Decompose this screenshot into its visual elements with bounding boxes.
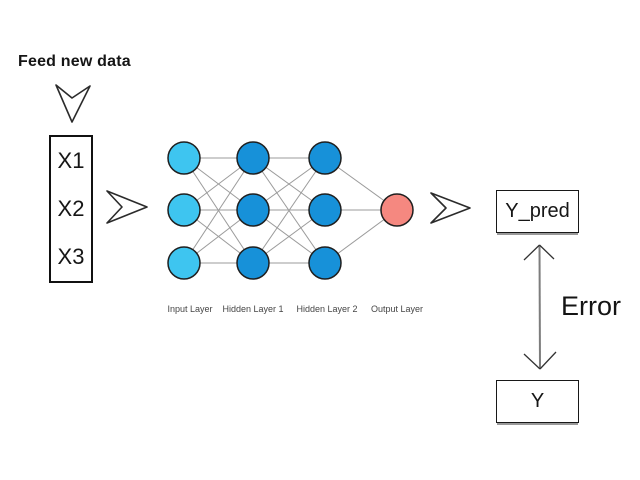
input-x3-label: X3	[57, 244, 85, 269]
y-pred-label: Y_pred	[505, 200, 570, 222]
right-arrow-icon-input	[106, 190, 148, 224]
network-layer-caption: Hidden Layer 1	[222, 304, 283, 314]
network-node-layer2-2	[308, 246, 342, 280]
network-layer-caption: Output Layer	[371, 304, 423, 314]
network-layer-caption: Input Layer	[167, 304, 212, 314]
network-node-layer1-1	[236, 193, 270, 227]
network-edge	[183, 157, 254, 264]
network-node-layer2-1	[308, 193, 342, 227]
y-label: Y	[530, 390, 545, 412]
input-x2-label: X2	[57, 196, 85, 221]
y-box: Y	[496, 380, 579, 423]
network-node-layer1-0	[236, 141, 270, 175]
network-node-layer3-0	[380, 193, 414, 227]
input-vector-box: X1 X2 X3	[49, 135, 93, 283]
network-node-layer0-0	[167, 141, 201, 175]
feed-new-data-label: Feed new data	[18, 53, 131, 70]
network-layer-caption: Hidden Layer 2	[296, 304, 357, 314]
error-label: Error	[561, 291, 621, 321]
network-node-layer0-1	[167, 193, 201, 227]
down-arrow-icon	[55, 84, 91, 123]
network-node-layer2-0	[308, 141, 342, 175]
double-arrow-icon	[523, 244, 557, 370]
y-pred-box: Y_pred	[496, 190, 579, 233]
network-node-layer1-2	[236, 246, 270, 280]
input-x1-label: X1	[57, 148, 85, 173]
network-edge	[252, 157, 326, 264]
right-arrow-icon-output	[430, 192, 471, 224]
network-svg: Input Layer Hidden Layer 1 Hidden Layer 2 O…	[167, 141, 423, 314]
network-node-layer0-2	[167, 246, 201, 280]
